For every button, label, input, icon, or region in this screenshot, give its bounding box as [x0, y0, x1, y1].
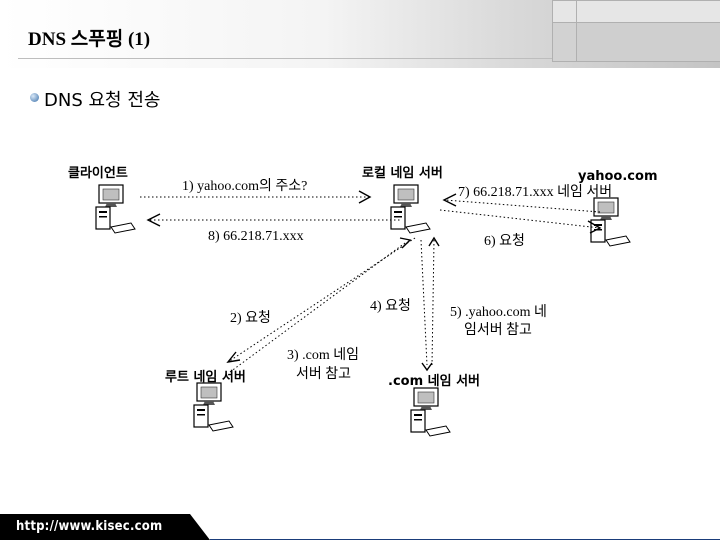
local-ns-computer-icon: [390, 184, 431, 234]
root-ns-computer-icon: [193, 382, 234, 432]
slide-title: DNS 스푸핑 (1): [28, 29, 151, 50]
step-3-label-line2: 서버 참고: [296, 366, 351, 382]
yahoo-label: yahoo.com: [578, 169, 658, 184]
step-6-label: 6) 요청: [484, 233, 525, 249]
arrow-head-7: [442, 193, 457, 207]
step-1-label: 1) yahoo.com의 주소?: [182, 178, 307, 194]
com-ns-label: .com 네임 서버: [388, 373, 480, 389]
bullet-icon: [30, 93, 39, 102]
step-4-label: 4) 요청: [370, 298, 411, 314]
decorative-box: [576, 22, 720, 62]
step-3-label-line1: 3) .com 네임: [287, 347, 359, 363]
footer-url[interactable]: http://www.kisec.com: [16, 519, 163, 534]
step-2-label: 2) 요청: [230, 310, 271, 326]
arrow-head-5: [428, 236, 440, 247]
flow-line-7: [444, 199, 601, 213]
flow-line-5: [431, 239, 435, 366]
decorative-box: [552, 22, 578, 62]
bullet-text: DNS 요청 전송: [44, 90, 161, 111]
local-ns-label: 로컬 네임 서버: [362, 165, 443, 181]
step-5-label-line2: 임서버 참고: [464, 322, 532, 338]
arrow-head-2: [226, 351, 241, 363]
arrow-head-6: [587, 220, 602, 234]
root-ns-label: 루트 네임 서버: [165, 369, 246, 385]
step-7-label: 7) 66.218.71.xxx 네임 서버: [458, 184, 612, 200]
step-5-label-line1: 5) .yahoo.com 네: [450, 304, 547, 320]
flow-line-3: [229, 242, 406, 373]
arrow-head-4: [421, 362, 433, 372]
client-label: 클라이언트: [68, 165, 128, 181]
decorative-box: [552, 0, 578, 24]
arrow-head-1: [358, 190, 372, 204]
flow-line-4: [420, 239, 428, 366]
flow-line-6: [439, 209, 601, 229]
footer-bar: [0, 514, 210, 540]
client-computer-icon: [95, 184, 136, 234]
step-8-label: 8) 66.218.71.xxx: [208, 229, 304, 244]
arrow-head-3: [399, 237, 412, 249]
arrow-head-8: [146, 213, 161, 227]
header-divider: [18, 58, 553, 59]
yahoo-computer-icon: [590, 197, 631, 247]
com-ns-computer-icon: [410, 387, 451, 437]
flow-line-2: [227, 237, 416, 363]
